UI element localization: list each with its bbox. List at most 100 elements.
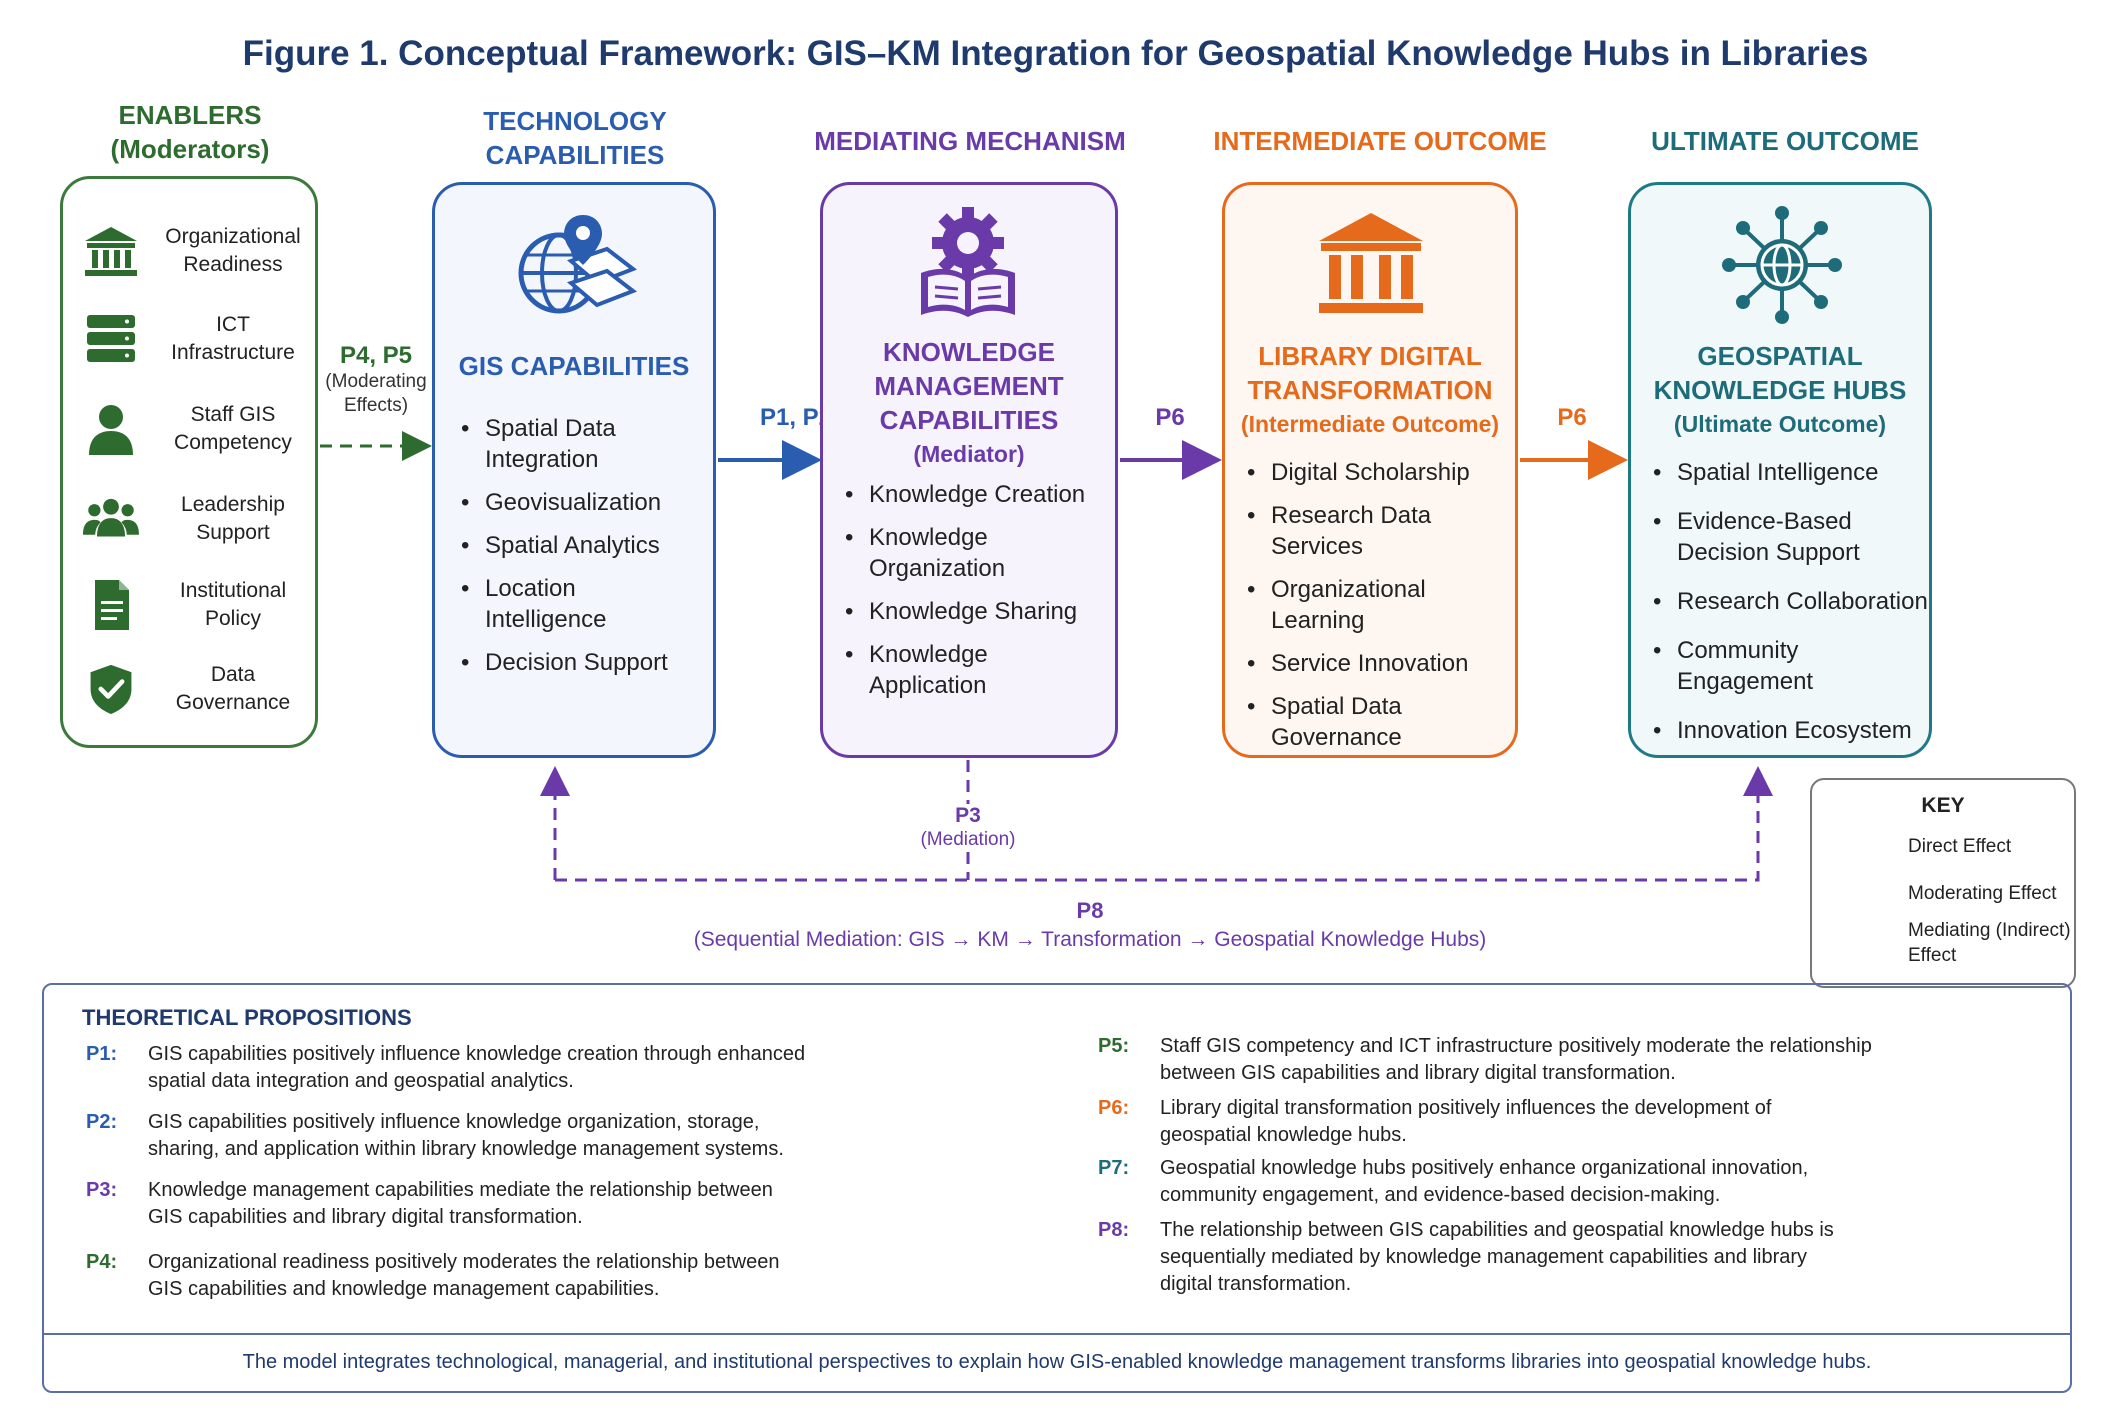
list-item-line1: Research Data (1271, 502, 1432, 529)
proposition-line1: GIS capabilities positively influence kn… (148, 1043, 806, 1065)
proposition-line2: geospatial knowledge hubs. (1160, 1124, 1407, 1146)
proposition-line2: GIS capabilities and knowledge managemen… (148, 1278, 660, 1300)
proposition-key: P8: (1098, 1219, 1130, 1241)
proposition-key: P1: (86, 1043, 118, 1065)
mediating-title-line1: KNOWLEDGE (883, 337, 1055, 367)
mediating-title-line2: MANAGEMENT (874, 371, 1064, 401)
list-item: Digital Scholarship (1239, 457, 1509, 488)
mediating-list: Knowledge Creation KnowledgeOrganization… (837, 479, 1107, 713)
technology-box: GIS CAPABILITIES Spatial DataIntegration… (432, 182, 716, 758)
intermediate-title: LIBRARY DIGITAL TRANSFORMATION (Intermed… (1225, 339, 1515, 441)
legend-key: KEY Direct Effect Moderating Effect Medi… (1810, 778, 2076, 988)
proposition-key: P5: (1098, 1035, 1130, 1057)
list-item-line1: Community Engagement (1677, 637, 1814, 695)
proposition-line2: spatial data integration and geospatial … (148, 1070, 574, 1092)
list-item-line1: Knowledge (869, 641, 988, 668)
enabler-label-line2: Policy (204, 607, 262, 630)
enablers-header-line2: (Moderators) (110, 134, 270, 164)
mediating-header: MEDIATING MECHANISM (800, 124, 1140, 158)
p45-label-line2: (Moderating (325, 371, 427, 392)
list-item-line1: Evidence-Based (1677, 508, 1852, 535)
propositions-panel: THEORETICAL PROPOSITIONS P1: GIS capabil… (42, 983, 2072, 1393)
enabler-label-line1: Institutional (179, 579, 287, 602)
technology-header-line1: TECHNOLOGY (483, 106, 667, 136)
list-item-line1: Geovisualization (485, 489, 662, 516)
intermediate-header: INTERMEDIATE OUTCOME (1210, 124, 1550, 158)
list-item-line1: Decision Support (485, 649, 668, 676)
intermediate-list: Digital Scholarship Research DataService… (1239, 457, 1509, 765)
proposition-line2: sharing, and application within library … (148, 1138, 784, 1160)
intermediate-title-line1: LIBRARY DIGITAL (1258, 341, 1482, 371)
globe-map-pin-icon (518, 215, 638, 314)
list-item: Knowledge Sharing (837, 596, 1107, 627)
list-item-line1: Knowledge Sharing (869, 598, 1078, 625)
p6-label-right: P6 (1557, 404, 1587, 431)
list-item-line1: Research Collaboration (1677, 588, 1928, 615)
book-gear-icon (921, 207, 1015, 317)
shield-check-icon (90, 664, 132, 715)
list-item: Research Collaboration (1645, 586, 1929, 617)
proposition-line1: Organizational readiness positively mode… (148, 1251, 780, 1273)
intermediate-header-line1: INTERMEDIATE OUTCOME (1213, 126, 1547, 156)
mediating-subtitle: (Mediator) (913, 441, 1025, 467)
document-icon (95, 580, 129, 630)
list-item: Community Engagement (1645, 635, 1929, 697)
enabler-label-line2: Readiness (183, 253, 283, 276)
enabler-label-line1: Staff GIS (190, 403, 276, 426)
figure-title: Figure 1. Conceptual Framework: GIS–KM I… (242, 34, 1869, 73)
list-item: Service Innovation (1239, 648, 1509, 679)
list-item-line2: Intelligence (485, 606, 607, 633)
enabler-label-line1: Data (210, 663, 256, 686)
server-icon (87, 315, 135, 362)
enabler-label-line2: Infrastructure (171, 341, 295, 364)
list-item: Geovisualization (453, 487, 703, 518)
p45-label-title: P4, P5 (339, 342, 413, 369)
p8-label-title: P8 (1076, 898, 1104, 923)
ultimate-title-line2: KNOWLEDGE HUBS (1653, 375, 1907, 405)
network-globe-icon (1722, 206, 1842, 324)
key-moderating-label: Moderating Effect (1908, 883, 2057, 904)
p8-label-sub: (Sequential Mediation: GIS → KM → Transf… (693, 928, 1487, 951)
list-item-line2: Application (869, 672, 987, 699)
proposition-line1: GIS capabilities positively influence kn… (148, 1111, 760, 1133)
key-mediating-line1: Mediating (Indirect) (1908, 920, 2071, 941)
list-item-line1: Innovation Ecosystem (1677, 717, 1912, 744)
list-item-line1: Knowledge (869, 524, 988, 551)
enabler-label-line2: Governance (175, 691, 291, 714)
proposition-key: P2: (86, 1111, 118, 1133)
group-icon (83, 498, 139, 537)
list-item: Knowledge Creation (837, 479, 1107, 510)
ultimate-subtitle: (Ultimate Outcome) (1673, 411, 1887, 437)
list-item-line1: Spatial Data (485, 415, 616, 442)
model-footer-note: The model integrates technological, mana… (242, 1351, 1872, 1373)
ultimate-header: ULTIMATE OUTCOME (1620, 124, 1950, 158)
p45-label-line3: Effects) (343, 395, 409, 416)
proposition-line1: Geospatial knowledge hubs positively enh… (1160, 1157, 1809, 1179)
proposition-line1: Staff GIS competency and ICT infrastruct… (1160, 1035, 1872, 1057)
proposition-key: P4: (86, 1251, 118, 1273)
mediating-box: KNOWLEDGE MANAGEMENT CAPABILITIES (Media… (820, 182, 1118, 758)
sequential-mediation-path (555, 766, 1773, 882)
key-title: KEY (1921, 794, 1965, 817)
technology-header-line2: CAPABILITIES (485, 140, 665, 170)
proposition-line3: digital transformation. (1160, 1273, 1352, 1295)
list-item-line1: Organizational (1271, 576, 1426, 603)
ultimate-list: Spatial Intelligence Evidence-BasedDecis… (1645, 457, 1929, 764)
proposition-line1: The relationship between GIS capabilitie… (1160, 1219, 1834, 1241)
proposition-key: P7: (1098, 1157, 1130, 1179)
list-item: Innovation Ecosystem (1645, 715, 1929, 746)
